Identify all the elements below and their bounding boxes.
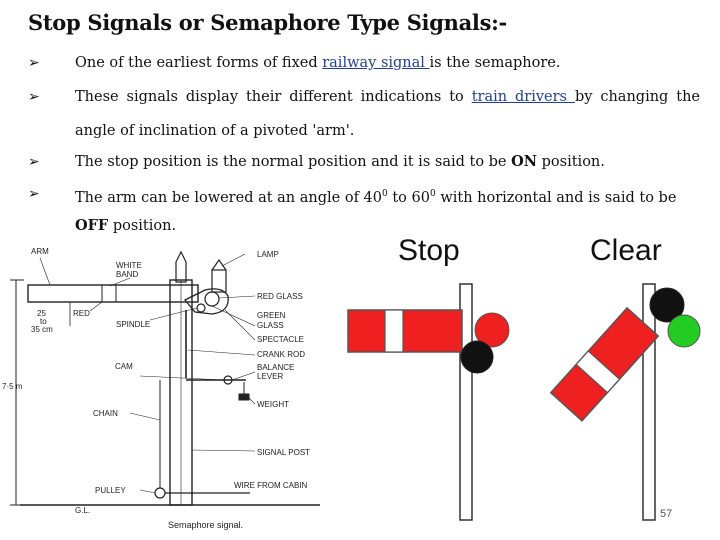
diagram-caption: Semaphore signal. bbox=[168, 520, 243, 530]
clear-dark-light bbox=[649, 287, 685, 323]
bullet-text: by changing the bbox=[574, 89, 701, 105]
arm-shape bbox=[27, 284, 199, 303]
bullet-text: with horizontal and is said to be bbox=[435, 189, 677, 206]
label-spindle: SPINDLE bbox=[116, 320, 150, 329]
spectacle-shape bbox=[183, 288, 229, 315]
bullet-text: The arm can be lowered at an angle of 40 bbox=[75, 189, 383, 206]
label-balance-lever: LEVER bbox=[257, 372, 283, 381]
label-pulley: PULLEY bbox=[95, 486, 126, 495]
degree-superscript: 0 bbox=[382, 189, 388, 199]
off-keyword: OFF bbox=[75, 217, 109, 234]
bullet-text: These signals display their different in… bbox=[75, 89, 472, 105]
stop-dark-light bbox=[460, 340, 494, 374]
label-dimension: 25 bbox=[37, 309, 46, 318]
leader-lines bbox=[39, 253, 256, 494]
white-band-shape bbox=[101, 284, 117, 303]
spindle-shape bbox=[196, 303, 206, 313]
signal-illustration: Stop Clear bbox=[347, 234, 701, 521]
train-drivers-link[interactable]: train drivers bbox=[471, 89, 575, 105]
arrow-bullet-icon: ➢ bbox=[28, 55, 40, 71]
stop-red-light bbox=[474, 312, 510, 348]
arrow-bullet-icon: ➢ bbox=[28, 154, 40, 170]
label-red-glass: RED GLASS bbox=[257, 292, 303, 301]
arrow-bullet-icon: ➢ bbox=[28, 186, 40, 202]
clear-arm bbox=[549, 306, 660, 422]
label-weight: WEIGHT bbox=[257, 400, 289, 409]
clear-green-light bbox=[667, 314, 701, 348]
bullet-text: to 60 bbox=[387, 189, 430, 206]
stop-label: Stop bbox=[398, 234, 460, 267]
label-wire: WIRE FROM CABIN bbox=[234, 481, 308, 490]
on-keyword: ON bbox=[511, 153, 538, 170]
label-balance-lever: BALANCE bbox=[257, 363, 294, 372]
railway-signal-link[interactable]: railway signal bbox=[322, 55, 430, 71]
red-glass-shape bbox=[204, 291, 220, 307]
weight-shape bbox=[238, 393, 250, 401]
lamp-shape bbox=[211, 269, 227, 293]
label-cam: CAM bbox=[115, 362, 133, 371]
label-dimension: to bbox=[40, 317, 47, 326]
label-height: 7·5 m bbox=[2, 382, 23, 391]
bullet-text: The stop position is the normal position… bbox=[75, 154, 512, 170]
label-chain: CHAIN bbox=[93, 409, 118, 418]
clear-label: Clear bbox=[590, 234, 662, 267]
label-crank-rod: CRANK ROD bbox=[257, 350, 305, 359]
lamp-top-shape bbox=[211, 258, 227, 271]
label-green-glass: GREEN bbox=[257, 311, 286, 320]
page-number: 57 bbox=[660, 508, 673, 520]
degree-superscript: 0 bbox=[429, 189, 436, 199]
stop-arm-white-band bbox=[384, 309, 404, 353]
arrow-bullet-icon: ➢ bbox=[28, 89, 40, 105]
post-finial-shape bbox=[175, 250, 187, 283]
bullet-text: is the semaphore. bbox=[429, 55, 561, 71]
label-red: RED bbox=[73, 309, 90, 318]
bullet-text: position. bbox=[108, 218, 177, 234]
label-lamp: LAMP bbox=[257, 250, 279, 259]
label-spectacle: SPECTACLE bbox=[257, 335, 304, 344]
label-ground-level: G.L. bbox=[75, 506, 90, 515]
label-white-band: BAND bbox=[116, 270, 138, 279]
label-dimension: 35 cm bbox=[31, 325, 53, 334]
bullet-text: angle of inclination of a pivoted 'arm'. bbox=[75, 123, 355, 139]
label-green-glass: GLASS bbox=[257, 321, 284, 330]
label-signal-post: SIGNAL POST bbox=[257, 448, 310, 457]
bullet-text: One of the earliest forms of fixed bbox=[75, 55, 323, 71]
label-arm: ARM bbox=[31, 247, 49, 256]
label-white-band: WHITE bbox=[116, 261, 142, 270]
diagram-labels: ARM WHITE BAND LAMP RED RED GLASS GREEN … bbox=[2, 247, 310, 530]
slide-title: Stop Signals or Semaphore Type Signals:- bbox=[28, 10, 507, 35]
stop-arm bbox=[347, 309, 463, 353]
clear-post bbox=[642, 283, 656, 521]
pulley-shape bbox=[154, 487, 166, 499]
bullet-text: position. bbox=[537, 154, 605, 170]
